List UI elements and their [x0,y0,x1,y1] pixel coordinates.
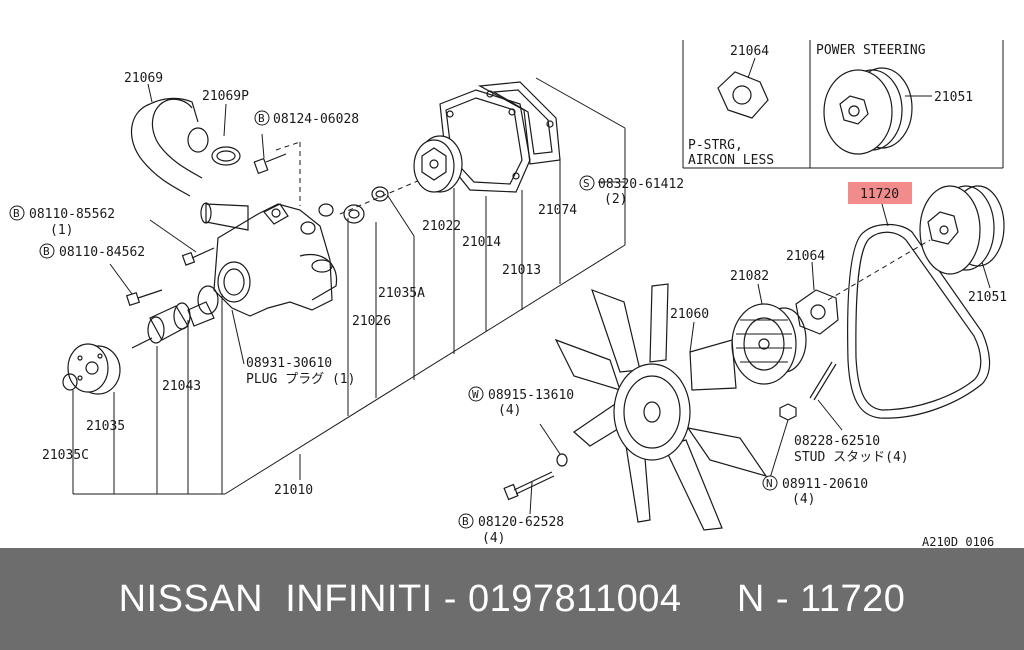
label-21035c: 21035C [42,448,89,463]
label-08110-b: 08110-84562 [59,245,145,260]
small-parts-plug [300,179,421,235]
washer-08915 [539,423,568,467]
label-21069p: 21069P [202,89,249,104]
pulley-21051 [827,185,1005,301]
label-21014: 21014 [462,235,501,250]
bolt-prefix-b [458,513,474,529]
stud-08228 [809,361,843,431]
bolt-prefix-b [254,110,270,126]
pulley-hub-21035 [62,343,121,395]
prefix-letter-b: B [258,112,265,125]
highlight-11720 [848,182,912,204]
screw-prefix-s [579,175,595,191]
label-21026: 21026 [352,314,391,329]
label-08120-qty: (4) [482,531,505,546]
label-08320-qty: (2) [604,192,627,207]
label-08911: 08911-20610 [782,477,868,492]
bolt-08110-b [109,263,163,307]
prefix-letter-s: S [583,177,590,190]
label-21010: 21010 [274,483,313,498]
label-21022: 21022 [422,219,461,234]
washer-prefix-w [468,386,484,402]
fan-clutch-21082 [731,283,807,385]
label-08915: 08915-13610 [488,388,574,403]
hose-clamp-21069p [211,103,241,166]
label-power-steering: POWER STEERING [816,43,926,58]
impeller-21022 [413,135,463,193]
prefix-letter-b: B [43,245,50,258]
prefix-letter-n: N [766,477,773,490]
label-08320: 08320-61412 [598,177,684,192]
label-21069: 21069 [124,71,163,86]
fan-21060 [554,283,768,531]
belt-11720 [847,203,991,419]
bolt-prefix-b [9,205,25,221]
label-08110-a-qty: (1) [50,223,73,238]
plate-21013 [478,81,561,165]
water-outlet [200,202,249,231]
label-08120: 08120-62528 [478,515,564,530]
diagram-code: A210D 0106 [922,535,994,548]
label-11720: 11720 [860,187,899,202]
label-21051-inset: 21051 [934,90,973,105]
label-08124: 08124-06028 [273,112,359,127]
label-aircon-less: AIRCON LESS [688,153,774,168]
part-number-banner: NISSAN INFINITI - 0197811004 N - 11720 [0,548,1024,650]
label-21043: 21043 [162,379,201,394]
label-08931: 08931-30610 [246,356,332,371]
label-21013: 21013 [502,263,541,278]
leader-lines-left [72,77,626,495]
label-21035: 21035 [86,419,125,434]
label-08110-a: 08110-85562 [29,207,115,222]
banner-text: NISSAN INFINITI - 0197811004 N - 11720 [118,577,906,620]
spacer-21064 [795,261,839,335]
power-steering-inset [682,40,1004,169]
label-08911-qty: (4) [792,492,815,507]
water-pump-housing [213,203,338,317]
bolt-prefix-b [39,243,55,259]
nut-prefix-n [762,475,778,491]
label-21035a: 21035A [378,286,425,301]
label-08915-qty: (4) [498,403,521,418]
label-21064-inset: 21064 [730,44,769,59]
label-pstrg: P-STRG, [688,138,743,153]
label-21051: 21051 [968,290,1007,305]
prefix-letter-b: B [13,207,20,220]
bolt-08120 [503,471,555,515]
label-21074: 21074 [538,203,577,218]
label-08228: 08228-62510 [794,434,880,449]
label-plug: PLUG プラグ (1) [246,372,355,387]
prefix-letter-w: W [472,388,479,401]
label-stud: STUD スタッド(4) [794,450,909,465]
parts-diagram: 21069 21069P B 08124-06028 B 08110-85562… [9,40,1008,548]
bolt-08110-a [149,219,215,266]
prefix-letter-b: B [462,515,469,528]
nut-08911 [769,403,797,479]
label-21082: 21082 [730,269,769,284]
label-21060: 21060 [670,307,709,322]
hose-21069 [130,83,209,197]
bolt-08124 [253,133,301,206]
label-21064: 21064 [786,249,825,264]
